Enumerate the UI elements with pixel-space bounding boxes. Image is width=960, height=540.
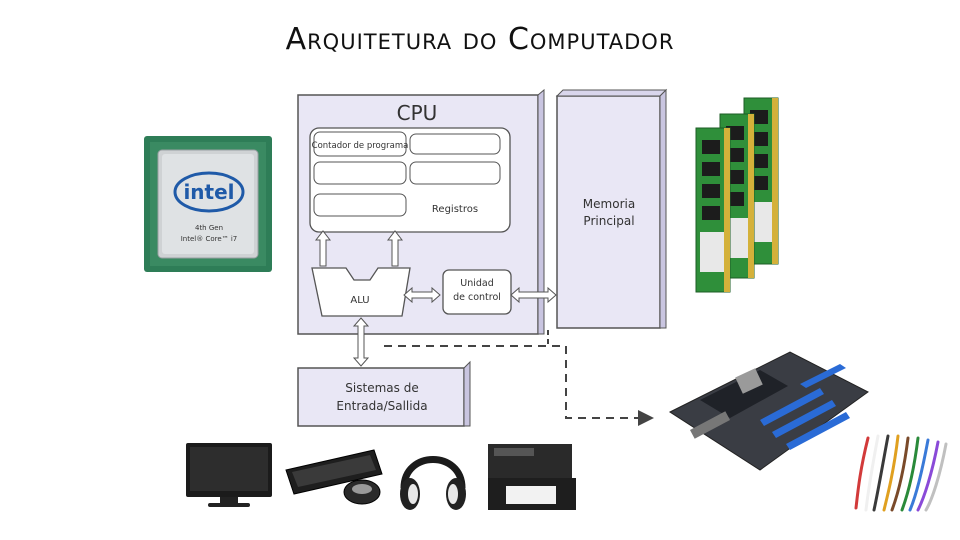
register-slot [409, 133, 501, 155]
memory-label-1: Memoria [583, 197, 635, 211]
mouse-image [343, 479, 381, 505]
control-memory-arrow [510, 286, 557, 304]
control-unit-block: Unidad de control [442, 269, 512, 315]
alu-label: ALU [350, 295, 369, 306]
alu-control-arrow [403, 286, 441, 304]
keyboard-image [285, 449, 383, 495]
alu-register-arrow-left [314, 230, 332, 267]
monitor-image [186, 443, 272, 507]
io-label-1: Sistemas de [345, 381, 418, 395]
chip-line-1: 4th Gen [195, 224, 223, 232]
registers-panel: Contador de programa Registros [309, 127, 511, 233]
control-unit-label-1: Unidad [460, 278, 494, 289]
io-block: Sistemas de Entrada/Sallida [297, 360, 471, 427]
ram-modules-image [695, 97, 779, 293]
control-unit-label-2: de control [453, 292, 501, 303]
chip-line-2: Intel® Core™ i7 [181, 235, 238, 243]
memory-label-2: Principal [583, 214, 634, 228]
register-slot [409, 161, 501, 185]
headphones-image [400, 456, 466, 510]
registers-label: Registros [432, 204, 478, 215]
program-counter-box [313, 131, 407, 157]
cpu-label: CPU [397, 101, 438, 125]
io-label-2: Entrada/Sallida [336, 399, 427, 413]
cables-image [854, 434, 948, 512]
bus-arrows [314, 230, 557, 367]
program-counter-label: Contador de programa [312, 141, 409, 151]
chip-brand: intel [183, 180, 234, 204]
motherboard-image [668, 351, 869, 471]
alu-io-arrow [352, 317, 370, 367]
motherboard-connector [384, 345, 654, 426]
memory-block: Memoria Principal [555, 88, 668, 329]
printer-image [488, 444, 576, 510]
alu-block: ALU [311, 267, 411, 317]
register-slot [313, 161, 407, 185]
cpu-chip-image: intel 4th Gen Intel® Core™ i7 [144, 136, 272, 272]
register-slot [313, 193, 407, 217]
page-title: Arquitetura do Computador [285, 22, 675, 57]
alu-register-arrow-right [386, 230, 404, 267]
